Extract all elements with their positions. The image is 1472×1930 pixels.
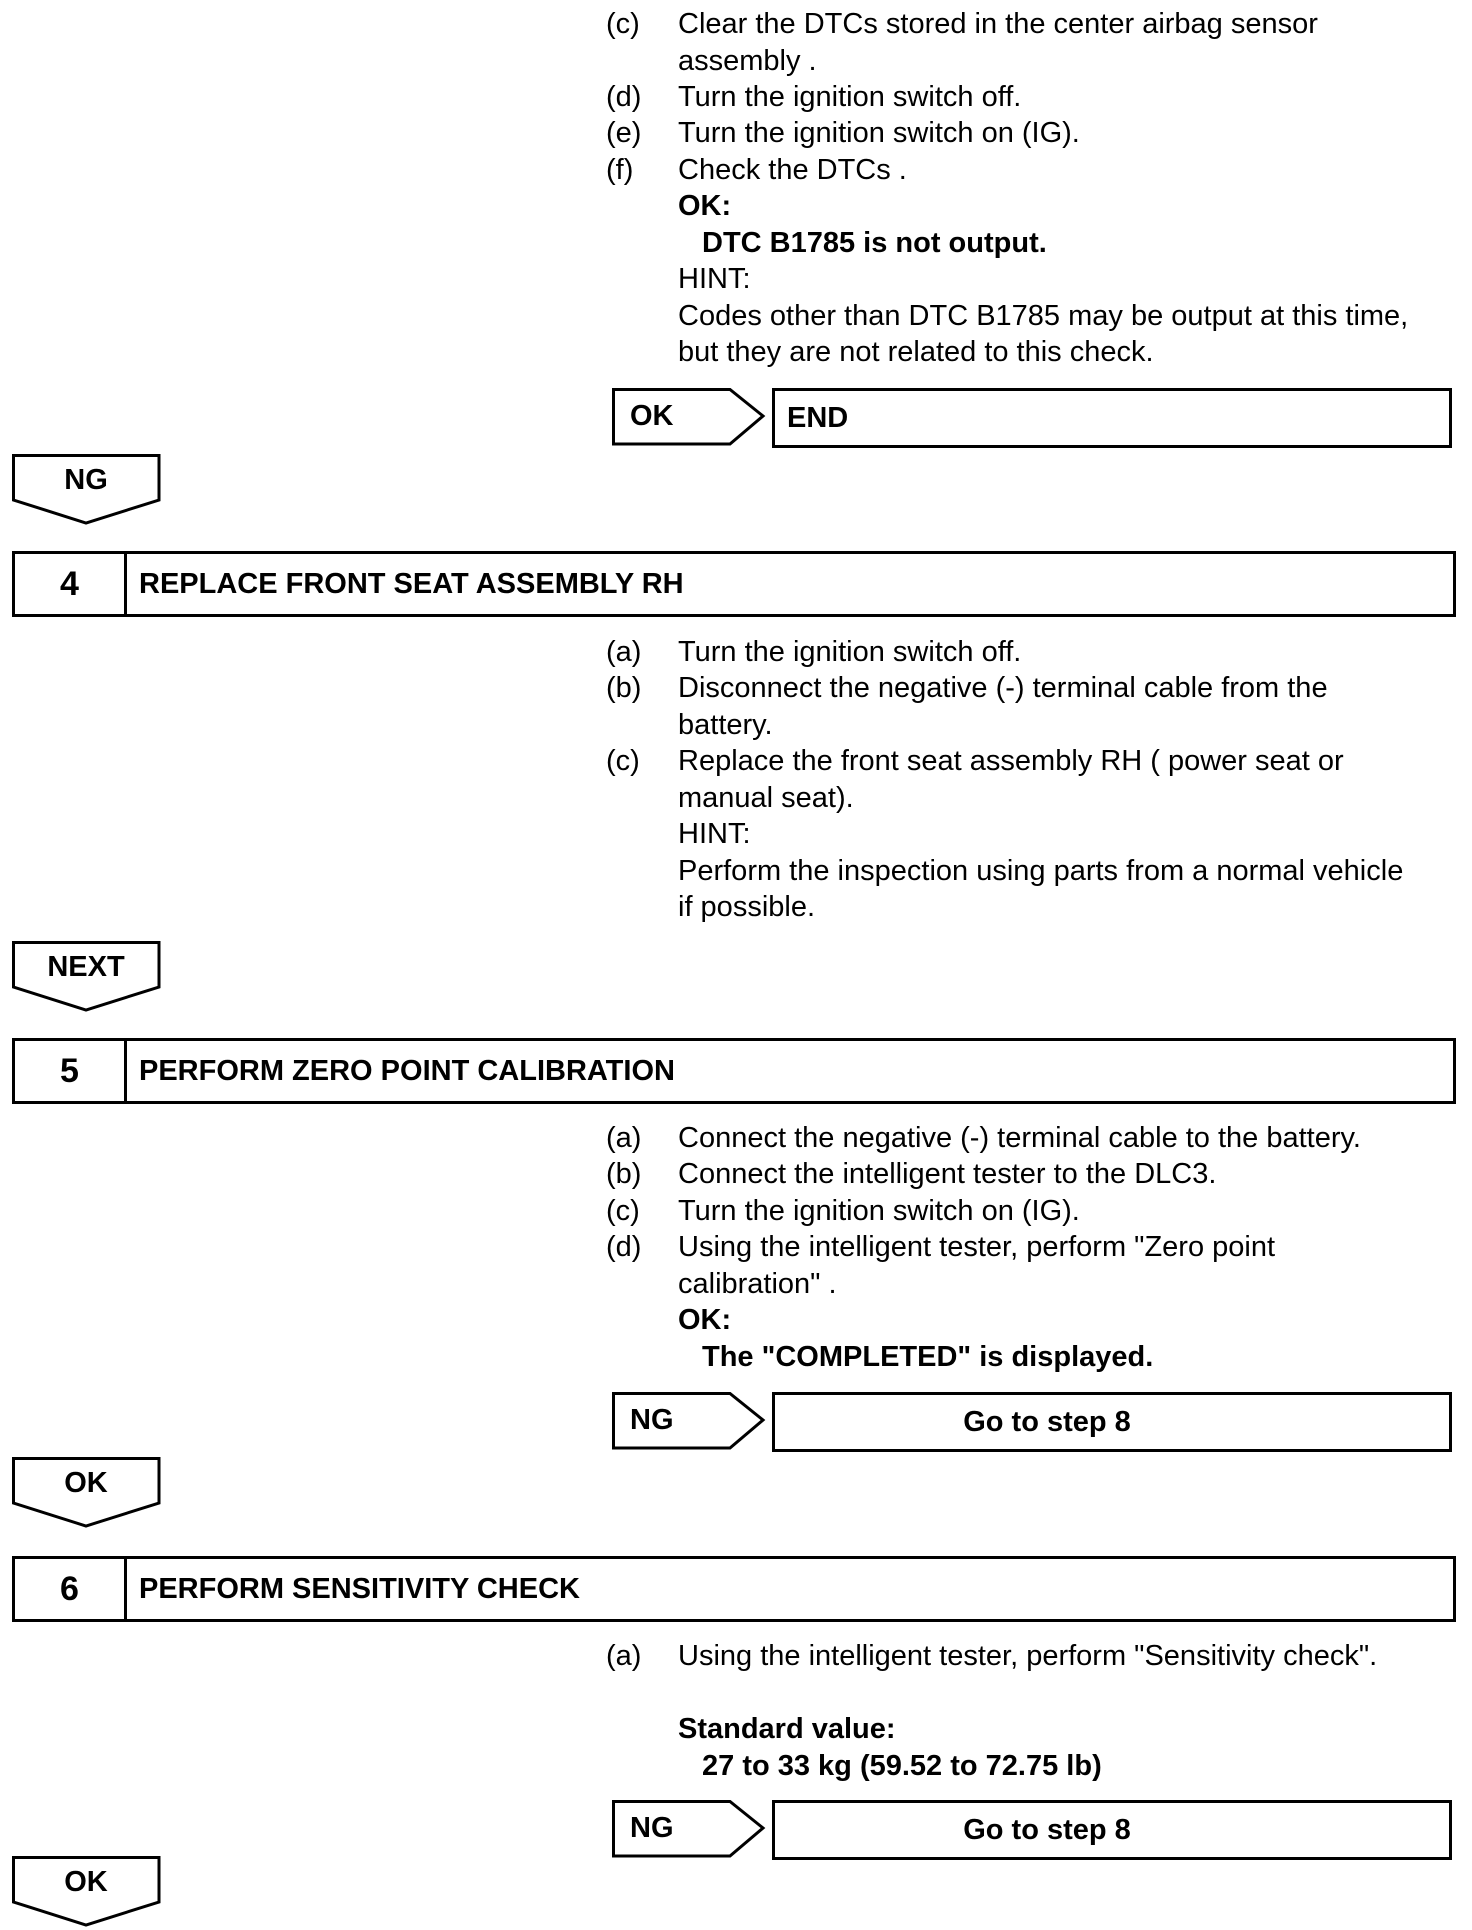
step-4c: (c) Replace the front seat assembly RH (… [606,743,1466,816]
step-tag: (c) [606,1195,640,1227]
step-text: Using the intelligent tester, perform "Z… [678,1231,1276,1263]
hint-text: Perform the inspection using parts from … [678,854,1404,887]
step-text: Disconnect the negative (-) terminal cab… [678,672,1328,704]
step-text: battery. [678,708,773,741]
section-title: REPLACE FRONT SEAT ASSEMBLY RH [139,567,684,600]
step-4b: (b) Disconnect the negative (-) terminal… [606,670,1466,743]
step-tag: (c) [606,8,640,40]
hint-text: but they are not related to this check. [678,336,1154,368]
step-tag: (a) [606,636,642,668]
down-arrow-icon [12,454,161,525]
standard-value-block: Standard value: 27 to 33 kg (59.52 to 72… [678,1711,1458,1784]
section-header-6: 6 PERFORM SENSITIVITY CHECK [12,1556,1456,1622]
step-text: Replace the front seat assembly RH ( pow… [678,745,1344,777]
flow-ok: OK [12,1856,162,1928]
step-5a: (a) Connect the negative (-) terminal ca… [606,1120,1466,1157]
hint-text: if possible. [678,891,816,923]
right-arrow-icon [612,1392,766,1450]
step-text: Using the intelligent tester, perform "S… [678,1640,1378,1672]
down-arrow-icon [12,1457,161,1528]
step-tag: (d) [606,1231,642,1263]
section-title: PERFORM ZERO POINT CALIBRATION [139,1054,675,1087]
step-text: Check the DTCs . [678,154,907,186]
step-3d: (d) Turn the ignition switch off. [606,79,1466,116]
step-5d: (d) Using the intelligent tester, perfor… [606,1229,1466,1302]
down-arrow-icon [12,1856,161,1927]
step-tag: (e) [606,117,642,149]
flow-label: NG [64,463,108,496]
ok-value: DTC B1785 is not output. [702,226,1047,259]
step-text: Turn the ignition switch off. [678,81,1022,113]
step-text: Connect the negative (-) terminal cable … [678,1122,1361,1154]
step-text: Connect the intelligent tester to the DL… [678,1158,1217,1190]
hint-label: HINT: [678,818,751,850]
ok-label: OK: [678,1304,732,1336]
section-header-4: 4 REPLACE FRONT SEAT ASSEMBLY RH [12,551,1456,617]
step-text: Turn the ignition switch on (IG). [678,1195,1080,1227]
step-text: Clear the DTCs stored in the center airb… [678,8,1318,40]
section-number: 4 [15,554,127,614]
standard-label: Standard value: [678,1713,896,1745]
down-arrow-icon [12,941,161,1012]
step-3f: (f) Check the DTCs . [606,152,1466,189]
hint-block: HINT: Perform the inspection using parts… [678,816,1458,926]
step-text: Turn the ignition switch off. [678,636,1022,668]
step-3c: (c) Clear the DTCs stored in the center … [606,6,1466,79]
decision-target: END [772,388,1452,448]
step-text: manual seat). [678,781,854,814]
decision-arrow-label: NG [630,1811,674,1844]
right-arrow-icon [612,388,766,446]
step-tag: (c) [606,745,640,777]
standard-value: 27 to 33 kg (59.52 to 72.75 lb) [702,1749,1102,1782]
step-tag: (d) [606,81,642,113]
section-title: PERFORM SENSITIVITY CHECK [139,1572,580,1605]
ok-criteria: OK: The "COMPLETED" is displayed. [678,1302,1458,1375]
step-text: calibration" . [678,1267,837,1300]
flow-label: OK [64,1466,108,1499]
step-5c: (c) Turn the ignition switch on (IG). [606,1193,1466,1230]
section-number: 5 [15,1041,127,1101]
flow-label: NEXT [47,950,125,983]
right-arrow-icon [612,1800,766,1858]
flow-label: OK [64,1865,108,1898]
ok-criteria: OK: DTC B1785 is not output. HINT: Codes… [678,188,1458,371]
decision-arrow-label: NG [630,1403,674,1436]
step-3e: (e) Turn the ignition switch on (IG). [606,115,1466,152]
step-tag: (b) [606,1158,642,1190]
step-tag: (b) [606,672,642,704]
step-tag: (f) [606,154,634,186]
decision-target: Go to step 8 [772,1800,1452,1860]
hint-label: HINT: [678,263,751,295]
flow-next: NEXT [12,941,162,1013]
decision-arrow-label: OK [630,399,674,432]
ok-value: The "COMPLETED" is displayed. [702,1340,1154,1373]
step-tag: (a) [606,1640,642,1672]
flow-ok: OK [12,1457,162,1529]
step-4a: (a) Turn the ignition switch off. [606,634,1466,671]
ok-label: OK: [678,190,732,222]
step-text: assembly . [678,44,817,77]
decision-target: Go to step 8 [772,1392,1452,1452]
step-tag: (a) [606,1122,642,1154]
hint-text: Codes other than DTC B1785 may be output… [678,299,1409,332]
step-5b: (b) Connect the intelligent tester to th… [606,1156,1466,1193]
flow-ng: NG [12,454,162,526]
section-header-5: 5 PERFORM ZERO POINT CALIBRATION [12,1038,1456,1104]
step-6a: (a) Using the intelligent tester, perfor… [606,1638,1466,1675]
step-text: Turn the ignition switch on (IG). [678,117,1080,149]
section-number: 6 [15,1559,127,1619]
